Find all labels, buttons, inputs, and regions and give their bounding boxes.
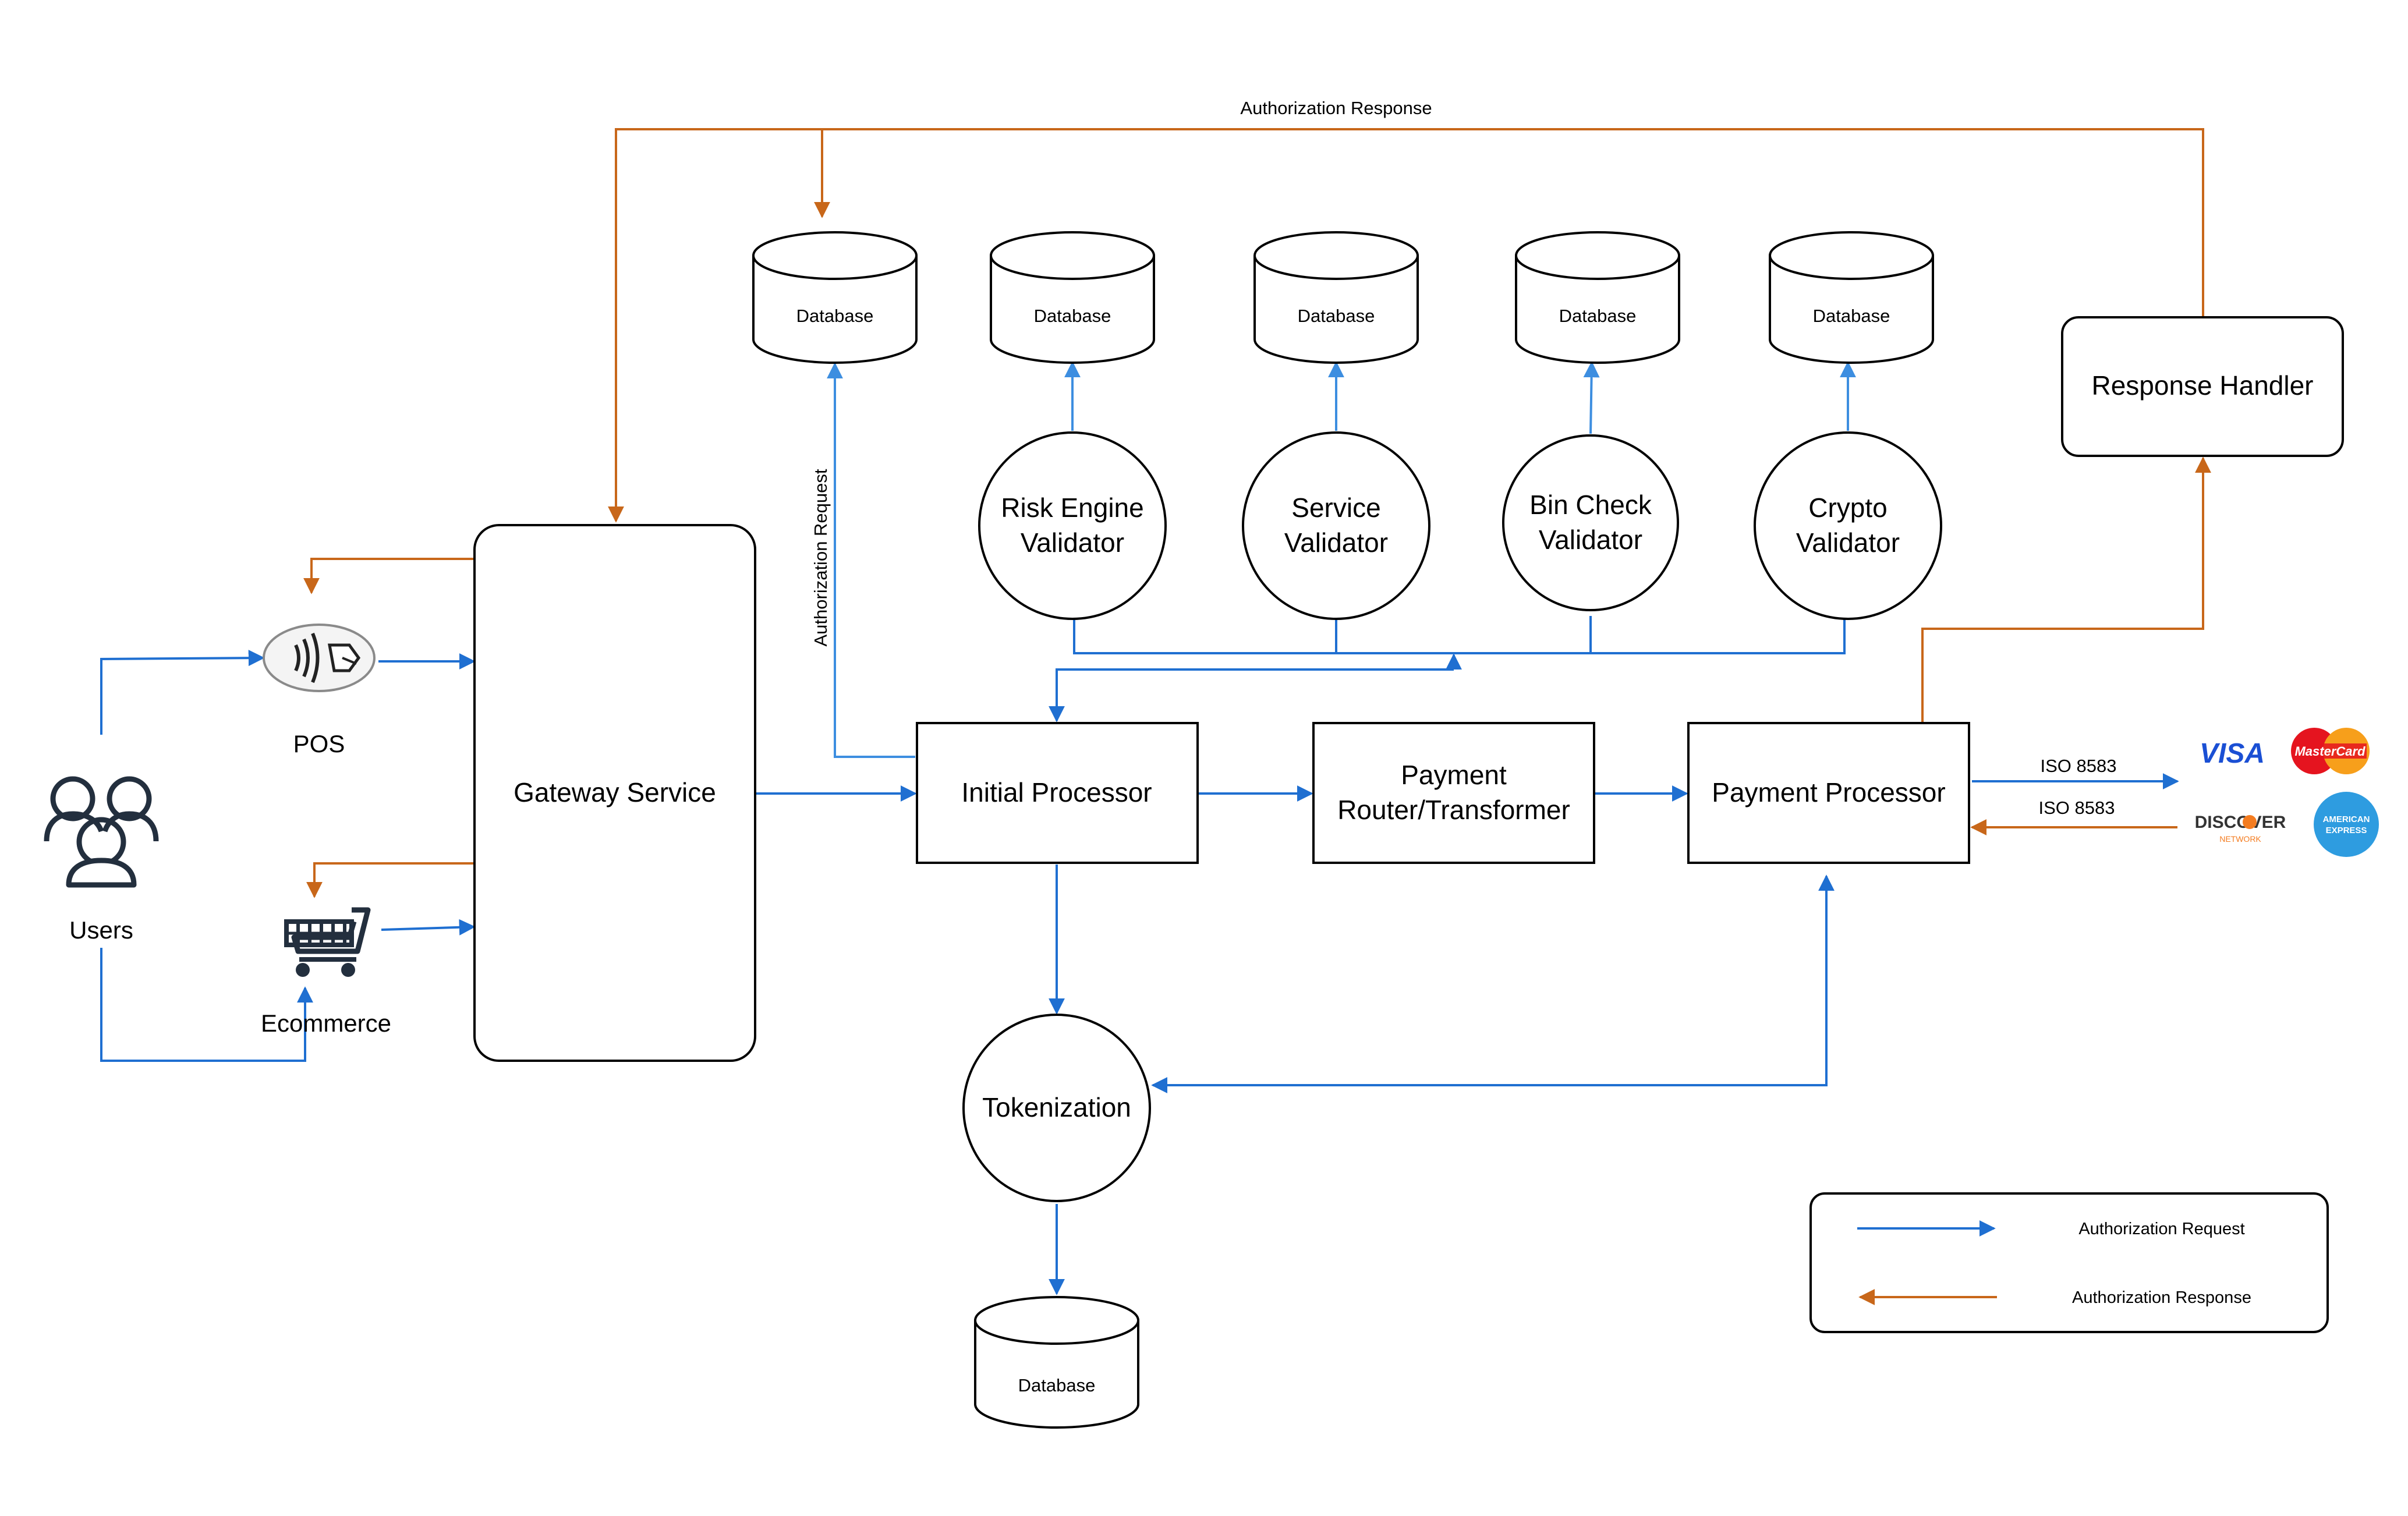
response-handler-label: Response Handler (2091, 370, 2313, 401)
label-vertical-authorization-request: Authorization Request (810, 469, 831, 646)
database-auth: Database (752, 231, 918, 364)
ecommerce-label: Ecommerce (261, 1010, 391, 1037)
label-iso-in: ISO 8583 (2039, 798, 2115, 818)
database-service-label: Database (1298, 306, 1375, 326)
payment-processor: Payment Processor (1687, 722, 1970, 864)
initial-processor-label: Initial Processor (961, 777, 1152, 807)
amex-logo-line1: AMERICAN (2323, 814, 2370, 824)
crypto-validator: Crypto Validator (1754, 431, 1942, 620)
risk-engine-validator-line2: Validator (1021, 527, 1124, 558)
response-handler: Response Handler (2061, 316, 2344, 457)
visa-logo: VISA (2200, 738, 2265, 769)
risk-engine-validator-line1: Risk Engine (1001, 493, 1143, 523)
gateway-service-label: Gateway Service (514, 777, 716, 807)
service-validator-line2: Validator (1284, 527, 1388, 558)
visa-logo-text: VISA (2200, 738, 2265, 769)
gateway-service: Gateway Service (473, 524, 756, 1062)
edge-initial-to-auth-db (827, 362, 915, 758)
edge-response-handler-to-gateway (608, 128, 2204, 523)
risk-engine-validator: Risk Engine Validator (978, 431, 1167, 620)
payment-router-transformer: Payment Router/Transformer (1312, 722, 1595, 864)
edge-payment-processor-to-response-handler (1921, 456, 2211, 723)
bin-check-validator-line1: Bin Check (1529, 490, 1652, 520)
payment-processor-label: Payment Processor (1712, 777, 1945, 807)
payment-router-line2: Router/Transformer (1337, 795, 1570, 825)
legend: Authorization Request Authorization Resp… (1809, 1192, 2329, 1333)
edge-users-to-pos (100, 650, 265, 735)
database-bin: Database (1515, 231, 1680, 364)
tokenization: Tokenization (962, 1014, 1151, 1202)
database-crypto-label: Database (1813, 306, 1890, 326)
edge-bin-to-db (1583, 361, 1600, 434)
edge-users-to-ecommerce (100, 948, 313, 1062)
mastercard-logo-text: MasterCard (2294, 744, 2365, 759)
service-validator-line1: Service (1291, 493, 1380, 523)
database-auth-label: Database (796, 306, 874, 326)
users-label: Users (69, 916, 133, 944)
tokenization-label: Tokenization (982, 1092, 1131, 1122)
edge-bus-to-initial (1049, 668, 1454, 722)
database-risk-label: Database (1034, 306, 1111, 326)
service-validator: Service Validator (1242, 431, 1430, 620)
amex-logo: AMERICAN EXPRESS (2314, 792, 2379, 857)
database-risk: Database (990, 231, 1155, 364)
initial-processor: Initial Processor (916, 722, 1199, 864)
database-crypto: Database (1769, 231, 1934, 364)
payment-router-line1: Payment (1401, 760, 1507, 790)
edge-ecommerce-to-gateway (381, 919, 476, 936)
discover-logo-text: DISCOVER (2195, 813, 2286, 832)
users-icon (44, 776, 159, 888)
label-top-authorization-response: Authorization Response (1240, 98, 1432, 118)
bin-check-validator-line2: Validator (1539, 525, 1642, 555)
edge-gateway-to-pos-response (303, 558, 474, 594)
edge-tokenization-payment-processor (1151, 874, 1835, 1093)
discover-logo-subtext: NETWORK (2219, 834, 2261, 844)
legend-request-label: Authorization Request (2078, 1220, 2244, 1238)
crypto-validator-line1: Crypto (1808, 493, 1887, 523)
discover-logo: DISCOVER NETWORK (2195, 813, 2286, 844)
database-service: Database (1253, 231, 1419, 364)
edge-gateway-to-ecommerce-response (306, 862, 474, 898)
amex-logo-line2: EXPRESS (2326, 826, 2367, 835)
contactless-pos-icon (263, 624, 376, 692)
mastercard-logo: MasterCard (2291, 728, 2370, 774)
crypto-validator-line2: Validator (1796, 527, 1900, 558)
label-iso-out: ISO 8583 (2041, 756, 2117, 776)
edge-validator-bus (1073, 618, 1846, 654)
legend-response-label: Authorization Response (2072, 1288, 2251, 1307)
request-edges (100, 361, 2179, 1295)
database-token: Database (974, 1296, 1139, 1429)
shopping-cart-icon (284, 907, 371, 977)
bin-check-validator: Bin Check Validator (1502, 434, 1679, 611)
database-bin-label: Database (1559, 306, 1637, 326)
database-token-label: Database (1018, 1375, 1096, 1395)
response-edges (303, 128, 2211, 898)
pos-label: POS (293, 730, 345, 757)
